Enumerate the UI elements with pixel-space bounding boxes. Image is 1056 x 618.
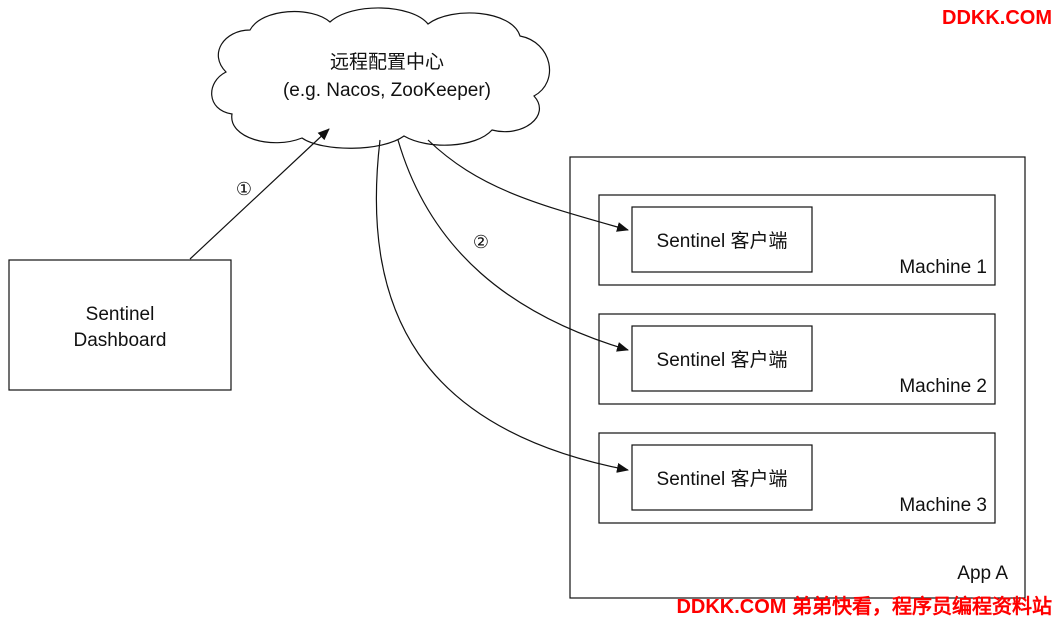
- machine-2: Sentinel 客户端 Machine 2: [598, 313, 996, 405]
- cloud-subtitle: (e.g. Nacos, ZooKeeper): [283, 80, 491, 101]
- cloud-title: 远程配置中心: [330, 51, 444, 73]
- app-a-rect: [569, 156, 1026, 599]
- machine-1-label: Machine 1: [899, 257, 987, 278]
- pull-arrow-machine-2: [397, 139, 629, 352]
- app-a-label: App A: [957, 563, 1008, 584]
- step-two-label: ②: [473, 232, 489, 252]
- machine-1-client-rect: [631, 206, 813, 273]
- pull-arrow-machine-1: [427, 139, 629, 232]
- app-a-container: App A: [569, 156, 1026, 599]
- pull-arrow-machine-3: [375, 139, 629, 473]
- push-arrow: [189, 128, 330, 260]
- machine-3-client-label: Sentinel 客户端: [657, 468, 788, 490]
- machine-2-client-label: Sentinel 客户端: [657, 349, 788, 371]
- config-center-cloud: 远程配置中心 (e.g. Nacos, ZooKeeper): [211, 7, 550, 149]
- dashboard-label-line2: Dashboard: [74, 330, 167, 351]
- dashboard-label-line1: Sentinel: [86, 304, 155, 325]
- machine-1: Sentinel 客户端 Machine 1: [598, 194, 996, 286]
- machine-3-client-rect: [631, 444, 813, 511]
- machine-3-label: Machine 3: [899, 495, 987, 516]
- watermark-top: DDKK.COM: [942, 7, 1052, 29]
- machine-1-client-label: Sentinel 客户端: [657, 230, 788, 252]
- dashboard-rect: [8, 259, 232, 391]
- machine-2-label: Machine 2: [899, 376, 987, 397]
- machine-2-client-rect: [631, 325, 813, 392]
- watermark-bottom: DDKK.COM 弟弟快看，程序员编程资料站: [676, 594, 1052, 618]
- step-one-label: ①: [236, 179, 252, 199]
- cloud-shape: [211, 7, 550, 149]
- machine-3: Sentinel 客户端 Machine 3: [598, 432, 996, 524]
- sentinel-dashboard-box: Sentinel Dashboard: [8, 259, 232, 391]
